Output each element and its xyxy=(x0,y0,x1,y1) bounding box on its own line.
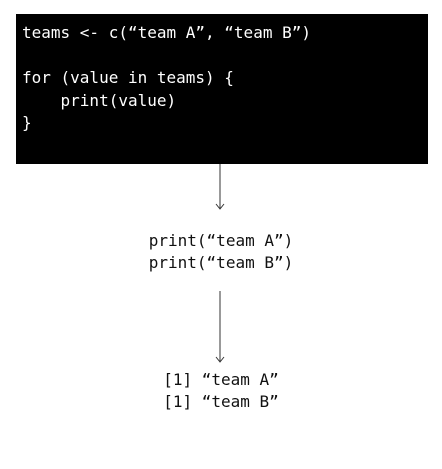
code-line-blank xyxy=(22,45,422,68)
output-line: [1] “team A” xyxy=(163,370,279,389)
output-line: [1] “team B” xyxy=(163,392,279,411)
code-line: } xyxy=(22,113,32,132)
code-block: teams <- c(“team A”, “team B”) for (valu… xyxy=(16,14,428,164)
code-line: for (value in teams) { xyxy=(22,68,234,87)
code-line: teams <- c(“team A”, “team B”) xyxy=(22,23,311,42)
intermediate-print-calls: print(“team A”) print(“team B”) xyxy=(0,230,442,274)
print-call-line: print(“team B”) xyxy=(148,253,294,272)
code-line: print(value) xyxy=(22,90,177,110)
down-arrow-icon xyxy=(214,291,226,363)
down-arrow-icon xyxy=(214,164,226,212)
console-output: [1] “team A” [1] “team B” xyxy=(0,369,442,413)
print-call-line: print(“team A”) xyxy=(148,231,294,250)
